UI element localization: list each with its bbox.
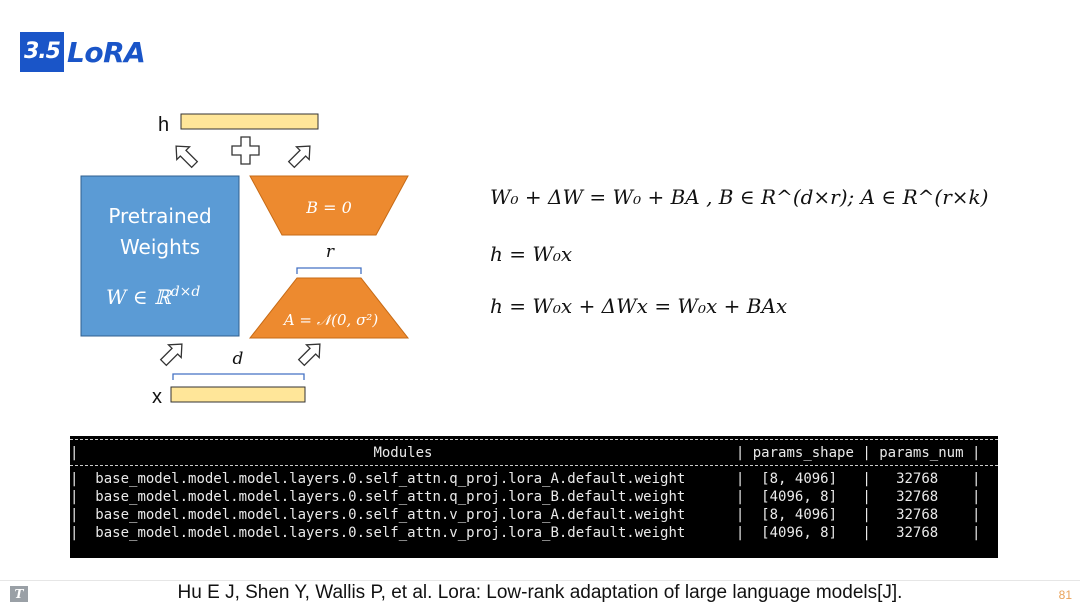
equation-forward-base: h = W₀x	[490, 242, 573, 266]
table-header-row: | Modules | params_shape | params_num |	[70, 445, 981, 461]
w-formula: W ∈ ℝd×d	[106, 284, 200, 309]
r-label: r	[326, 242, 335, 262]
module-name-cell: base_model.model.model.layers.0.self_att…	[95, 489, 736, 505]
table-body: | base_model.model.model.layers.0.self_a…	[70, 470, 998, 542]
matrix-b-label: B = 0	[305, 198, 352, 217]
d-bracket	[172, 373, 305, 380]
matrix-a-trapezoid	[248, 277, 410, 339]
pretrained-weights-box	[80, 175, 240, 337]
table-row: | base_model.model.model.layers.0.self_a…	[70, 471, 981, 487]
table-row: | base_model.model.model.layers.0.self_a…	[70, 525, 981, 541]
x-label: x	[152, 386, 162, 408]
section-title: LoRA	[66, 35, 146, 69]
header-params-num: params_num	[870, 445, 972, 461]
page-number: 81	[1058, 588, 1072, 602]
params-shape-cell: [8, 4096]	[744, 471, 863, 487]
r-bracket	[296, 267, 362, 274]
section-number: 3.5	[20, 32, 64, 72]
slide-title: 3.5 LoRA	[20, 32, 146, 72]
params-num-cell: 32768	[870, 525, 972, 541]
header-params-shape: params_shape	[744, 445, 863, 461]
header-modules: Modules	[78, 445, 736, 461]
arrow-into-weights-icon	[159, 343, 183, 367]
logo-icon: T	[10, 586, 28, 602]
x-input-bar	[170, 386, 306, 403]
pretrained-label-line2: Weights	[120, 235, 200, 259]
module-name-cell: base_model.model.model.layers.0.self_att…	[95, 525, 736, 541]
matrix-b-trapezoid	[249, 175, 409, 236]
params-num-cell: 32768	[870, 507, 972, 523]
params-shape-cell: [8, 4096]	[744, 507, 863, 523]
arrow-into-a-icon	[297, 343, 321, 367]
plus-icon	[231, 136, 260, 165]
terminal-params-table: | Modules | params_shape | params_num | …	[70, 436, 998, 558]
d-label: d	[233, 349, 244, 369]
h-output-bar	[180, 113, 319, 130]
footer-divider	[0, 580, 1080, 581]
table-row: | base_model.model.model.layers.0.self_a…	[70, 489, 981, 505]
table-row: | base_model.model.model.layers.0.self_a…	[70, 507, 981, 523]
equation-weight-update: W₀ + ΔW = W₀ + BA , B ∈ R^(d×r); A ∈ R^(…	[490, 185, 989, 209]
arrow-up-right-icon	[287, 145, 311, 169]
h-label: h	[158, 114, 169, 136]
lora-diagram: h Pretrained Weights W ∈ ℝd×d B = 0 r A …	[80, 113, 410, 408]
matrix-a-label: A = 𝒩(0, σ²)	[282, 311, 378, 329]
equation-forward-lora: h = W₀x + ΔWx = W₀x + BAx	[490, 294, 788, 318]
pretrained-label-line1: Pretrained	[108, 204, 211, 228]
module-name-cell: base_model.model.model.layers.0.self_att…	[95, 507, 736, 523]
params-num-cell: 32768	[870, 471, 972, 487]
table-header-border	[70, 465, 998, 470]
params-num-cell: 32768	[870, 489, 972, 505]
module-name-cell: base_model.model.model.layers.0.self_att…	[95, 471, 736, 487]
table-top-border	[70, 439, 998, 444]
reference-citation: Hu E J, Shen Y, Wallis P, et al. Lora: L…	[177, 582, 903, 603]
params-shape-cell: [4096, 8]	[744, 525, 863, 541]
arrow-up-left-icon	[175, 145, 199, 169]
params-shape-cell: [4096, 8]	[744, 489, 863, 505]
